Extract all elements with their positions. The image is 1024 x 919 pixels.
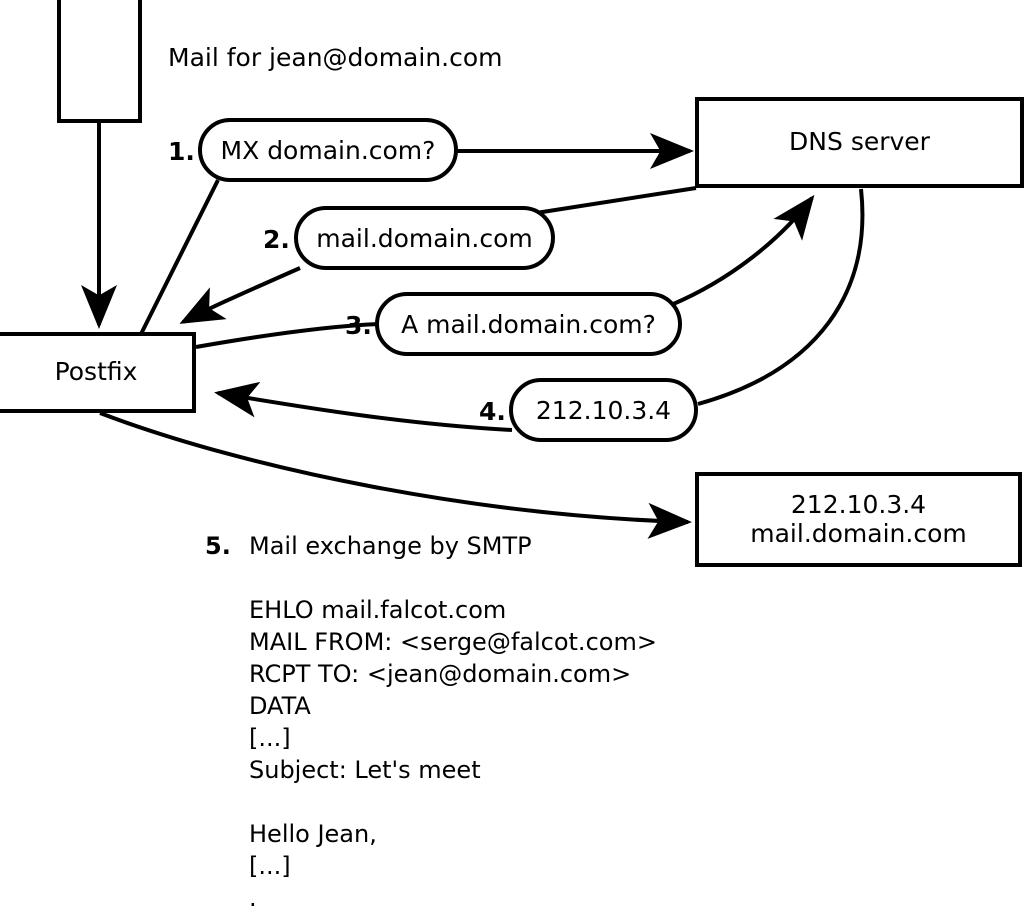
- edge-bubble2-to-postfix: [179, 266, 301, 324]
- smtp-line-blank: [249, 786, 657, 818]
- callout-step-3-label: A mail.domain.com?: [401, 309, 656, 339]
- edge-bubble4-to-postfix: [214, 381, 513, 432]
- callout-step-1-label: MX domain.com?: [220, 135, 436, 165]
- edge-postfix-to-bubble3: [195, 322, 380, 349]
- callout-step-2-label: mail.domain.com: [316, 223, 533, 253]
- smtp-line: [...]: [249, 724, 291, 752]
- step-number-1: 1.: [168, 137, 195, 166]
- smtp-line: EHLO mail.falcot.com: [249, 596, 507, 624]
- callout-step-2: mail.domain.com: [294, 206, 555, 270]
- step-number-2: 2.: [263, 225, 290, 254]
- smtp-line: Hello Jean,: [249, 820, 377, 848]
- smtp-line: Subject: Let's meet: [249, 756, 481, 784]
- smtp-line: [...]: [249, 852, 291, 880]
- step-number-4: 4.: [479, 397, 506, 426]
- smtp-line: RCPT TO: <jean@domain.com>: [249, 660, 632, 688]
- node-mail-server-hostname: mail.domain.com: [750, 518, 967, 548]
- node-postfix-label: Postfix: [54, 357, 138, 387]
- smtp-line: DATA: [249, 692, 311, 720]
- step-number-3: 3.: [345, 311, 372, 340]
- page-title: Mail for jean@domain.com: [168, 43, 503, 72]
- step-5-label: Mail exchange by SMTP: [249, 532, 532, 560]
- node-dns-label: DNS server: [789, 127, 930, 157]
- callout-step-4-label: 212.10.3.4: [535, 395, 672, 425]
- step-number-5: 5.: [205, 532, 231, 560]
- edge-dns-to-bubble2: [535, 186, 697, 215]
- node-mail-server-ip: 212.10.3.4: [790, 489, 927, 519]
- node-mail-server: 212.10.3.4 mail.domain.com: [695, 472, 1022, 567]
- edge-bubble3-to-dns: [670, 194, 815, 307]
- edge-dns-to-bubble4: [697, 188, 865, 406]
- node-dns-server: DNS server: [695, 97, 1024, 188]
- callout-step-1: MX domain.com?: [198, 118, 458, 182]
- edge-bubble1-tail: [139, 179, 220, 335]
- node-sender-box: [57, 0, 142, 123]
- callout-step-3: A mail.domain.com?: [375, 292, 682, 356]
- node-postfix: Postfix: [0, 332, 196, 413]
- smtp-line: .: [249, 884, 257, 912]
- edge-postfix-to-mailserver: [99, 411, 692, 539]
- callout-step-4: 212.10.3.4: [509, 378, 698, 442]
- smtp-line: MAIL FROM: <serge@falcot.com>: [249, 628, 657, 656]
